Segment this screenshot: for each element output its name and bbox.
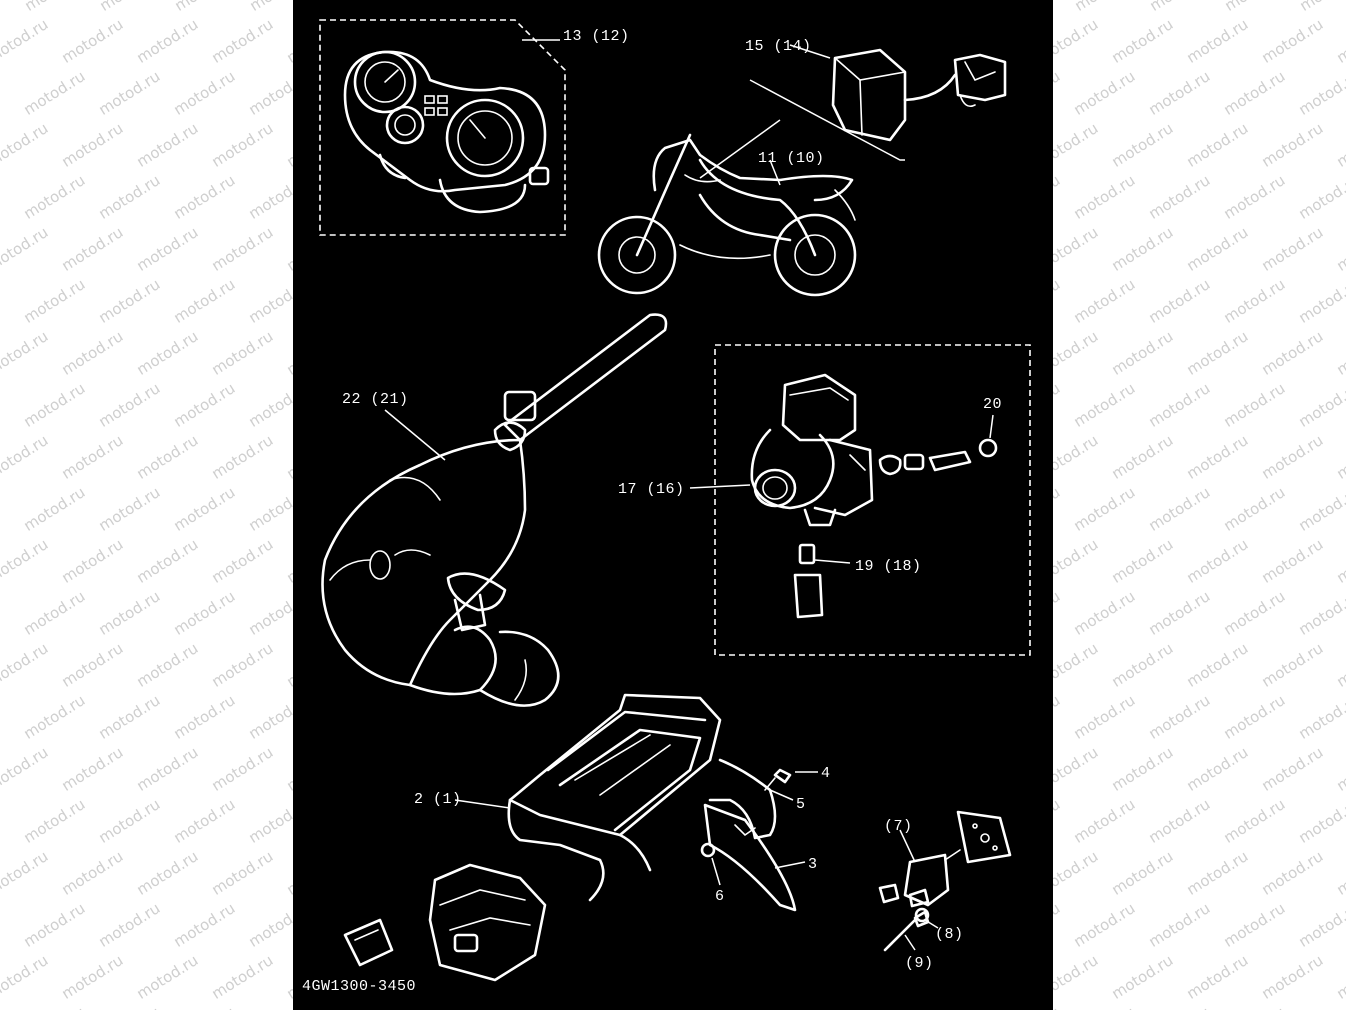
callout-jet-19: 19 (18) xyxy=(855,558,922,575)
callout-fender: 2 (1) xyxy=(414,791,462,808)
callout-bolt-4: 4 xyxy=(821,765,831,782)
exhaust-chamber xyxy=(321,313,668,707)
nut-6-leader xyxy=(711,857,721,886)
bolt-9-leader xyxy=(904,934,916,951)
rear-fender-assembly xyxy=(343,693,797,982)
screw-20-leader xyxy=(989,414,994,439)
drawing-number: 4GW1300-3450 xyxy=(302,978,416,995)
exhaust-leader xyxy=(384,409,446,461)
callout-carburetor: 17 (16) xyxy=(618,481,685,498)
carburetor-leader xyxy=(689,484,751,489)
diagram-panel xyxy=(293,0,1053,1010)
motorcycle-leader-a xyxy=(699,119,781,179)
callout-meter: 13 (12) xyxy=(563,28,630,45)
collar-5-leader xyxy=(769,789,794,801)
motorcycle-leader-b xyxy=(769,159,781,186)
callout-bolt-9: (9) xyxy=(905,955,934,972)
carburetor-assembly xyxy=(714,344,1031,656)
bracket-7-leader xyxy=(899,829,916,863)
callout-collar-5: 5 xyxy=(796,796,806,813)
meter-dashed-box xyxy=(319,19,566,236)
callout-flap-3: 3 xyxy=(808,856,818,873)
motorcycle-illustration xyxy=(597,133,857,297)
washer-8-leader xyxy=(924,919,939,929)
fender-leader xyxy=(454,799,511,809)
callout-ecu: 15 (14) xyxy=(745,38,812,55)
callout-exhaust: 22 (21) xyxy=(342,391,409,408)
meter-assembly xyxy=(319,19,566,236)
cdi-leader xyxy=(789,44,831,59)
callout-screw-20: 20 xyxy=(983,396,1002,413)
jet-19-leader xyxy=(814,559,851,564)
callout-motorcycle: 11 (10) xyxy=(758,150,825,167)
callout-washer-8: (8) xyxy=(935,926,964,943)
callout-nut-6: 6 xyxy=(715,888,725,905)
callout-bracket-7: (7) xyxy=(884,818,913,835)
flap-3-leader xyxy=(774,861,806,869)
carburetor-dashed-box xyxy=(714,344,1031,656)
cdi-unit xyxy=(749,48,1007,161)
